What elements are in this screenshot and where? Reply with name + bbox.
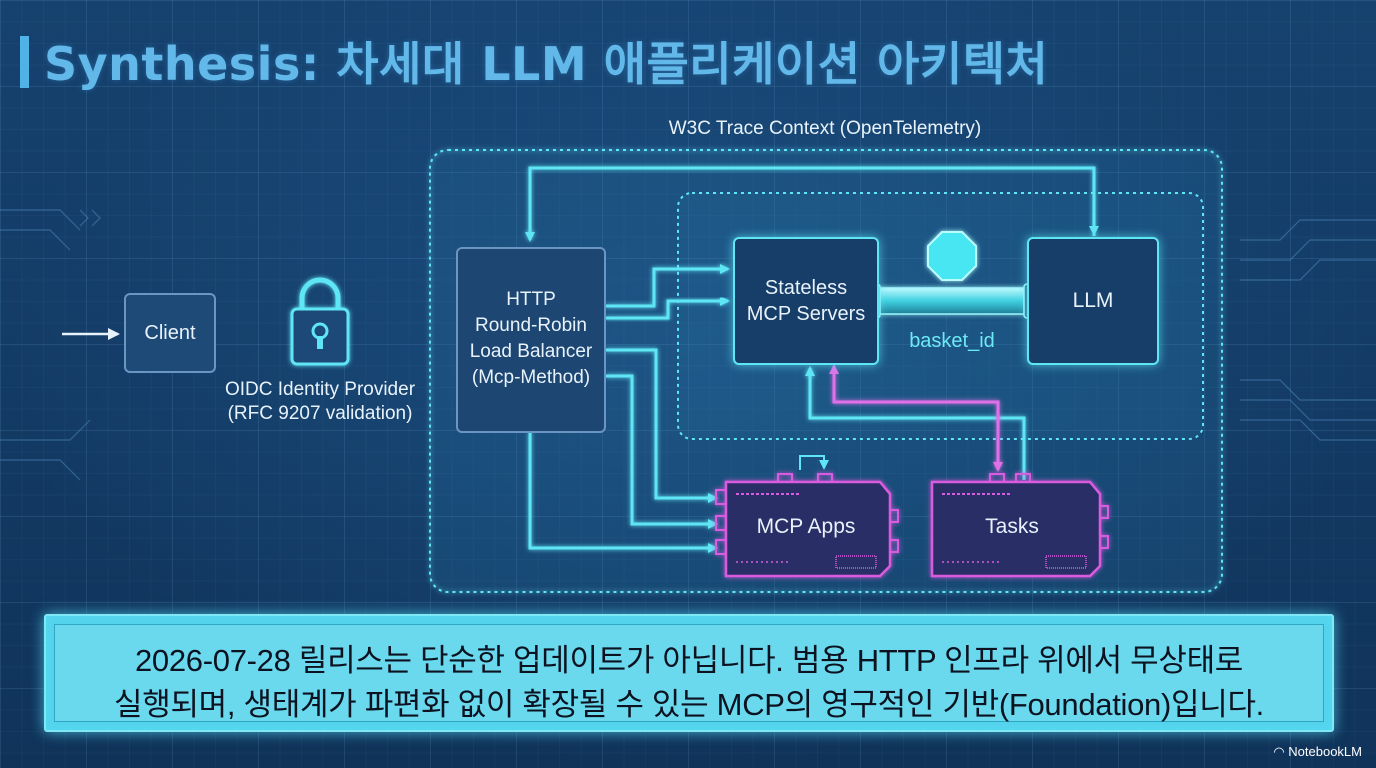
tasks-device — [930, 473, 1109, 578]
lb-label-line2: Round-Robin — [475, 315, 587, 336]
client-box — [124, 293, 216, 373]
left-circuit-decoration — [0, 209, 101, 481]
lb-label-line3: Load Balancer — [469, 341, 593, 362]
mcp-apps-device — [715, 473, 899, 578]
tasks-label: Tasks — [985, 515, 1039, 538]
mcp-label-line1: Stateless — [764, 277, 848, 299]
lb-label-line1: HTTP — [506, 289, 556, 310]
lb-to-mcp-arrow-1 — [606, 264, 730, 308]
lb-to-apps-arrow-3 — [528, 432, 718, 553]
notebooklm-label: NotebookLM — [1288, 744, 1362, 759]
trace-context-label: W3C Trace Context (OpenTelemetry) — [668, 118, 982, 139]
octagon-token-icon — [927, 231, 977, 281]
page-title: Synthesis: 차세대 LLM 애플리케이션 아키텍처 — [44, 37, 1049, 91]
padlock-icon — [290, 277, 350, 366]
load-balancer-box — [456, 247, 606, 433]
basket-id-label: basket_id — [909, 330, 995, 352]
summary-caption-inner: 2026-07-28 릴리스는 단순한 업데이트가 아닙니다. 범용 HTTP … — [54, 624, 1324, 722]
right-circuit-decoration — [1240, 219, 1376, 441]
caption-line-1: 2026-07-28 릴리스는 단순한 업데이트가 아닙니다. 범용 HTTP … — [134, 643, 1244, 678]
summary-caption-text: 2026-07-28 릴리스는 단순한 업데이트가 아닙니다. 범용 HTTP … — [55, 639, 1323, 727]
notebooklm-logo-icon: ◠ — [1273, 744, 1289, 759]
lb-label-line4: (Mcp-Method) — [471, 367, 591, 388]
llm-label: LLM — [1072, 289, 1114, 312]
client-label: Client — [144, 322, 196, 344]
mcp-servers-box — [733, 237, 879, 365]
lb-to-apps-arrow-2 — [606, 374, 718, 529]
title-accent-bar — [20, 36, 29, 88]
apps-loop-arrow — [799, 455, 829, 470]
mcp-apps-label: MCP Apps — [756, 515, 856, 538]
llm-box — [1027, 237, 1159, 365]
mcp-to-tasks-arrow — [832, 368, 1003, 472]
summary-caption-panel: 2026-07-28 릴리스는 단순한 업데이트가 아닙니다. 범용 HTTP … — [44, 614, 1334, 732]
oidc-label-line1: OIDC Identity Provider — [224, 379, 416, 400]
basket-id-tube — [865, 283, 1039, 319]
lb-to-apps-arrow-1 — [606, 348, 718, 503]
caption-line-2: 실행되며, 생태계가 파편화 없이 확장될 수 있는 MCP의 영구적인 기반(… — [114, 687, 1264, 722]
oidc-label-line2: (RFC 9207 validation) — [227, 403, 413, 424]
mcp-label-line2: MCP Servers — [746, 303, 866, 325]
tasks-to-mcp-arrow — [805, 366, 1026, 480]
notebooklm-watermark: ◠ NotebookLM — [1273, 744, 1362, 760]
lb-to-mcp-arrow-2 — [606, 296, 730, 320]
